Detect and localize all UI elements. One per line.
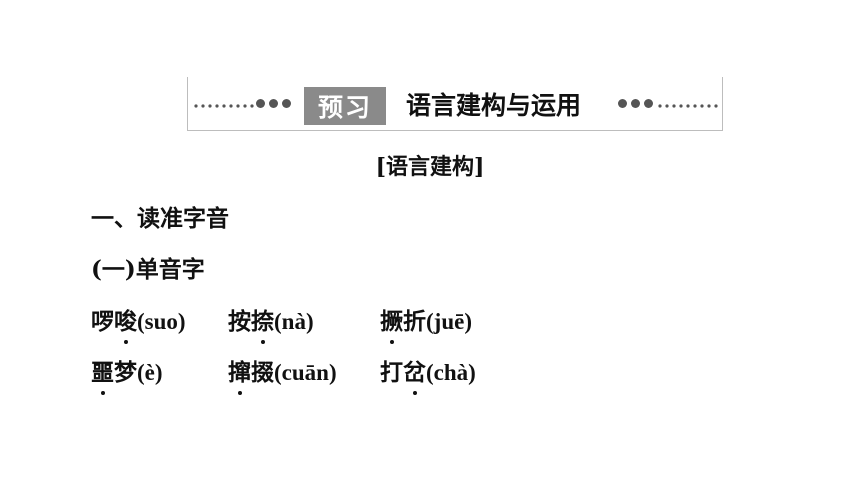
word-pinyin: (juē) bbox=[426, 309, 472, 334]
word-char-emphasized: 唆 bbox=[114, 306, 137, 344]
dotted-line-right bbox=[658, 104, 718, 108]
word-item: 噩梦(è) bbox=[91, 357, 163, 395]
bullet-dot bbox=[256, 99, 265, 108]
word-char: 折 bbox=[403, 308, 426, 335]
section-heading: 一、读准字音 bbox=[91, 205, 229, 232]
word-char-emphasized: 岔 bbox=[403, 357, 426, 395]
word-char-emphasized: 噩 bbox=[91, 357, 114, 395]
word-char: 按 bbox=[228, 308, 251, 335]
word-char: 啰 bbox=[91, 308, 114, 335]
word-item: 撺掇(cuān) bbox=[228, 357, 337, 395]
word-char-emphasized: 撺 bbox=[228, 357, 251, 395]
word-pinyin: (chà) bbox=[426, 360, 476, 385]
word-char: 梦 bbox=[114, 359, 137, 386]
word-pinyin: (cuān) bbox=[274, 360, 337, 385]
bullet-dot bbox=[282, 99, 291, 108]
bullet-dot bbox=[618, 99, 627, 108]
preview-tag: 预习 bbox=[304, 87, 386, 125]
bullet-dot bbox=[631, 99, 640, 108]
word-char: 打 bbox=[380, 359, 403, 386]
word-pinyin: (nà) bbox=[274, 309, 314, 334]
word-char-emphasized: 撅 bbox=[380, 306, 403, 344]
word-char: 掇 bbox=[251, 359, 274, 386]
dotted-line-left bbox=[194, 104, 294, 108]
word-pinyin: (è) bbox=[137, 360, 163, 385]
subsection-heading: (一)单音字 bbox=[91, 256, 205, 283]
word-item: 打岔(chà) bbox=[380, 357, 476, 395]
word-pinyin: (suo) bbox=[137, 309, 186, 334]
section-banner: 预习 语言建构与运用 bbox=[187, 77, 723, 131]
bullet-dot bbox=[269, 99, 278, 108]
word-item: 按捺(nà) bbox=[228, 306, 314, 344]
bullet-dot bbox=[644, 99, 653, 108]
word-item: 啰唆(suo) bbox=[91, 306, 186, 344]
banner-title: 语言建构与运用 bbox=[406, 91, 582, 120]
word-item: 撅折(juē) bbox=[380, 306, 472, 344]
word-char-emphasized: 捺 bbox=[251, 306, 274, 344]
subheading: [语言建构] bbox=[375, 154, 485, 180]
